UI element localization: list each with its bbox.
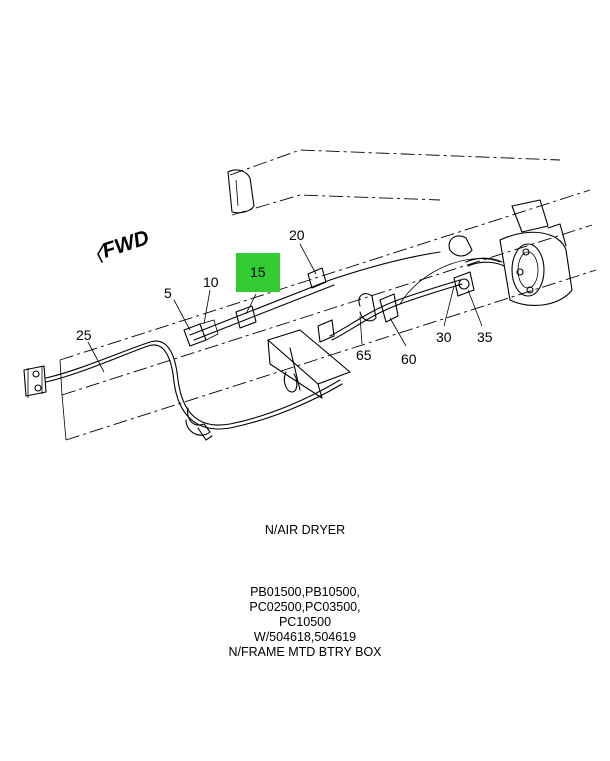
callouts: 5 10 15 20 25 30 35 60 65 bbox=[76, 227, 493, 367]
note-title: N/AIR DRYER bbox=[264, 523, 346, 537]
note-applicability: PB01500,PB10500, PC02500,PC03500, PC1050… bbox=[0, 585, 610, 660]
fwd-label: FWD bbox=[99, 226, 152, 263]
air-line-harness bbox=[183, 251, 441, 347]
note-line: PC02500,PC03500, bbox=[249, 600, 361, 614]
air-dryer bbox=[448, 199, 573, 306]
note-line: N/FRAME MTD BTRY BOX bbox=[228, 645, 382, 659]
dryer-lines bbox=[329, 258, 501, 341]
callout-25: 25 bbox=[76, 327, 92, 343]
callout-15: 15 bbox=[250, 264, 266, 280]
callout-20: 20 bbox=[289, 227, 305, 243]
callout-35: 35 bbox=[477, 329, 493, 345]
note-line: PC10500 bbox=[278, 615, 332, 629]
note-line: W/504618,504619 bbox=[253, 630, 357, 644]
callout-60: 60 bbox=[401, 351, 417, 367]
callout-10: 10 bbox=[203, 274, 219, 290]
callout-30: 30 bbox=[436, 329, 452, 345]
note-line: PB01500,PB10500, bbox=[250, 585, 360, 599]
callout-5: 5 bbox=[164, 285, 172, 301]
highlight-box-15 bbox=[236, 253, 280, 292]
leader-lines bbox=[87, 243, 483, 373]
hose-25 bbox=[23, 340, 343, 441]
fwd-arrow-icon: FWD bbox=[97, 226, 152, 263]
frame-rail bbox=[59, 149, 597, 441]
bracket-assembly bbox=[267, 319, 351, 399]
callout-65: 65 bbox=[356, 347, 372, 363]
